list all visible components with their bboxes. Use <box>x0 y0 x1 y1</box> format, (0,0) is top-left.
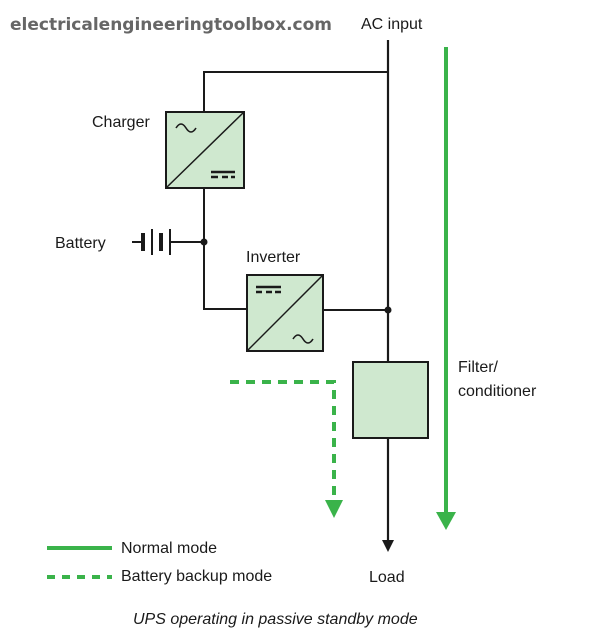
ac-sine-icon <box>175 123 197 133</box>
battery-junction-dot <box>200 238 208 246</box>
charger-label: Charger <box>92 114 150 131</box>
filter-label-line1: Filter/ <box>458 359 499 376</box>
figure-caption: UPS operating in passive standby mode <box>133 611 418 628</box>
inverter-label: Inverter <box>246 249 301 266</box>
filter-label-line2: conditioner <box>458 383 537 400</box>
legend-normal-label: Normal mode <box>121 540 217 557</box>
dc-symbol-icon <box>211 170 235 179</box>
charger-to-inverter-wire <box>203 188 247 310</box>
inverter-block <box>246 274 324 352</box>
watermark: electricalengineeringtoolbox.com <box>10 15 332 35</box>
load-label: Load <box>369 569 405 586</box>
filter-conditioner-block <box>352 361 429 439</box>
battery-symbol <box>132 229 208 255</box>
battery-backup-arrow-icon <box>325 500 343 518</box>
battery-backup-path <box>230 380 336 500</box>
legend: Normal mode Battery backup mode <box>47 540 272 585</box>
load-arrow-icon <box>382 540 394 552</box>
normal-mode-arrow-icon <box>436 512 456 530</box>
legend-backup-label: Battery backup mode <box>121 568 272 585</box>
inverter-junction-dot <box>384 306 392 314</box>
ac-input-label: AC input <box>361 16 423 33</box>
ac-sine-icon <box>292 334 314 344</box>
battery-label: Battery <box>55 235 106 252</box>
charger-block <box>165 111 245 189</box>
dc-symbol-icon <box>256 285 281 294</box>
charger-feed-wire <box>203 71 388 112</box>
